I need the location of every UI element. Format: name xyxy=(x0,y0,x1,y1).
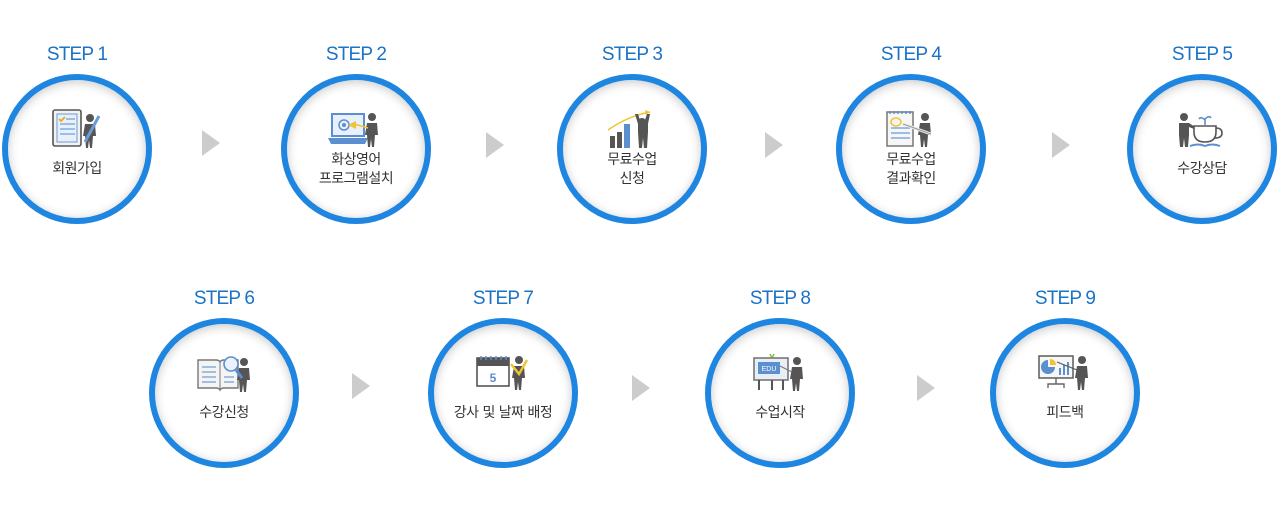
next-arrow xyxy=(765,132,783,158)
presentation-feedback-icon xyxy=(1035,352,1095,398)
board-text: EDU xyxy=(762,366,777,373)
step-title-line: 화상영어 xyxy=(331,152,381,168)
step-title: 화상영어 프로그램설치 xyxy=(287,151,425,189)
step-circle: 수강상담 xyxy=(1127,74,1277,224)
laptop-install-icon xyxy=(326,108,386,154)
step-title: 무료수업 신청 xyxy=(563,151,701,189)
step-circle: EDU 수업시작 xyxy=(705,318,855,468)
step-title-line: 피드백 xyxy=(1046,405,1084,421)
step-label: STEP 4 xyxy=(880,44,942,65)
step-title-line: 프로그램설치 xyxy=(318,171,394,187)
step-title: 강사 및 날짜 배정 xyxy=(434,404,572,423)
step-title: 수강상담 xyxy=(1133,160,1271,179)
step-title: 수업시작 xyxy=(711,404,849,423)
step-title-line: 결과확인 xyxy=(886,171,936,187)
calendar-day: 5 xyxy=(490,371,497,385)
step-title-line: 신청 xyxy=(619,171,645,187)
growth-chart-icon xyxy=(602,108,662,154)
step-circle: 화상영어 프로그램설치 xyxy=(281,74,431,224)
next-arrow xyxy=(632,375,650,401)
step-title: 수강신청 xyxy=(155,404,293,423)
step-title: 피드백 xyxy=(996,404,1134,423)
step-label: STEP 1 xyxy=(46,44,108,65)
step-label: STEP 3 xyxy=(601,44,663,65)
step-title-line: 무료수업 xyxy=(886,152,936,168)
book-search-icon xyxy=(194,352,254,398)
next-arrow xyxy=(917,375,935,401)
step-circle: 수강신청 xyxy=(149,318,299,468)
step-label: STEP 9 xyxy=(1034,288,1096,309)
next-arrow xyxy=(1052,132,1070,158)
step-title-line: 수강신청 xyxy=(199,405,249,421)
step-title-line: 강사 및 날짜 배정 xyxy=(453,405,553,421)
step-circle: 회원가입 xyxy=(2,74,152,224)
step-title-line: 회원가입 xyxy=(52,161,102,177)
step-circle: 피드백 xyxy=(990,318,1140,468)
step-title: 무료수업 결과확인 xyxy=(842,151,980,189)
step-title-line: 수업시작 xyxy=(755,405,805,421)
step-title-line: 무료수업 xyxy=(607,152,657,168)
step-title: 회원가입 xyxy=(8,160,146,179)
step-label: STEP 2 xyxy=(325,44,387,65)
signup-clipboard-icon xyxy=(47,108,107,154)
step-circle: 무료수업 신청 xyxy=(557,74,707,224)
classroom-board-icon: EDU xyxy=(750,352,810,398)
step-label: STEP 8 xyxy=(749,288,811,309)
next-arrow xyxy=(352,373,370,399)
next-arrow xyxy=(486,132,504,158)
step-circle: 5 강사 및 날짜 배정 xyxy=(428,318,578,468)
step-label: STEP 6 xyxy=(193,288,255,309)
step-label: STEP 5 xyxy=(1171,44,1233,65)
step-label: STEP 7 xyxy=(472,288,534,309)
step-circle: 무료수업 결과확인 xyxy=(836,74,986,224)
notepad-check-icon xyxy=(881,108,941,154)
next-arrow xyxy=(202,130,220,156)
coffee-consult-icon xyxy=(1172,108,1232,154)
calendar-assign-icon: 5 xyxy=(473,352,533,398)
step-title-line: 수강상담 xyxy=(1177,161,1227,177)
